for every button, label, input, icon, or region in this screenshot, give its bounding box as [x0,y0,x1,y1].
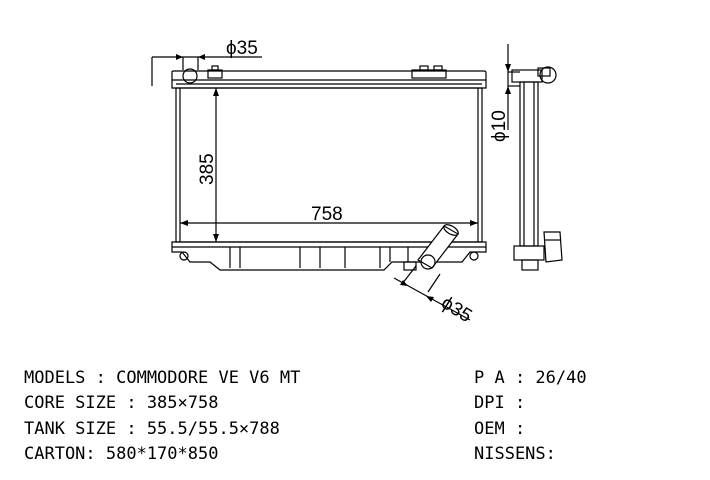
radiator-drawing: ϕ35 385 758 ϕ10 [151,38,563,327]
tank-size-spec: TANK SIZE : 55.5/55.5×788 [24,419,280,439]
dim-bottom-pipe [393,265,471,321]
outlet-pipe [417,224,459,270]
dim-side-pipe-label: ϕ10 [489,110,510,142]
dim-width [180,220,478,226]
side-view [511,66,563,271]
nissens-spec: NISSENS: [474,444,556,464]
pa-spec: P A : 26/40 [474,368,587,388]
top-tank [171,65,487,89]
dim-height-label: 385 [197,153,218,185]
oem-spec: OEM : [474,419,526,439]
models-spec: MODELS : COMMODORE VE V6 MT [24,368,301,388]
dim-bottom-pipe-label: ϕ35 [437,292,475,327]
dim-top-pipe-label: ϕ35 [226,38,258,59]
core-size-spec: CORE SIZE : 385×758 [24,393,219,413]
dim-width-label: 758 [311,204,343,225]
carton-spec: CARTON: 580*170*850 [24,444,219,464]
dim-side-pipe [505,44,520,130]
dim-height [213,88,219,242]
dim-top-pipe [151,54,262,86]
dpi-spec: DPI : [474,393,526,413]
